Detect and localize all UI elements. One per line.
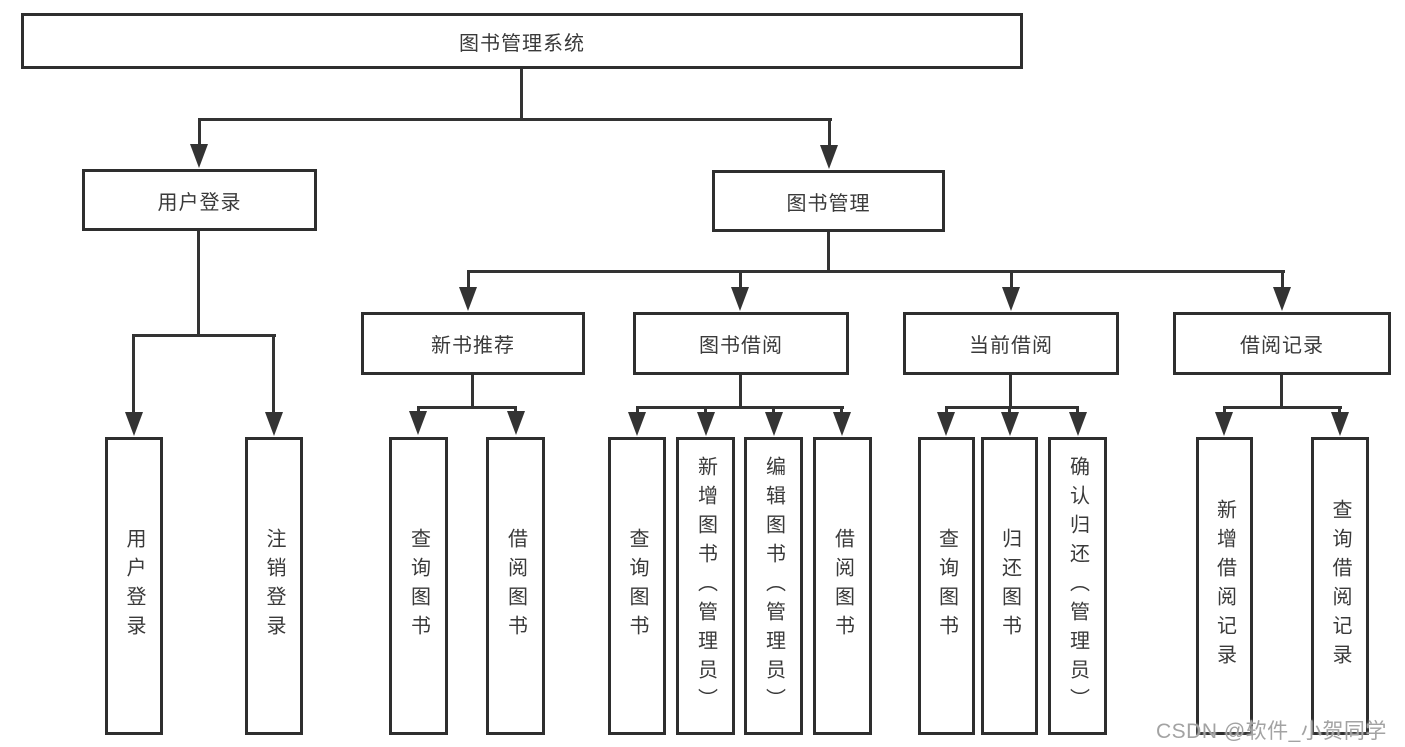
connector-line bbox=[1223, 406, 1226, 415]
connector-line bbox=[471, 375, 474, 408]
leaf-label: 查询借阅记录 bbox=[1329, 499, 1351, 673]
connector-line bbox=[1280, 375, 1283, 408]
arrowhead-down-icon bbox=[125, 412, 143, 436]
connector-line bbox=[272, 334, 275, 413]
arrowhead-down-icon bbox=[409, 411, 427, 435]
leaf-nb-borrow-books: 借阅图书 bbox=[486, 437, 545, 735]
leaf-bb-edit-books-admin: 编辑图书（管理员） bbox=[744, 437, 803, 735]
leaf-label: 用户登录 bbox=[123, 528, 145, 644]
leaf-label: 借阅图书 bbox=[831, 528, 854, 644]
arrowhead-down-icon bbox=[937, 412, 955, 436]
arrowhead-down-icon bbox=[628, 412, 646, 436]
connector-line bbox=[704, 406, 707, 415]
node-root: 图书管理系统 bbox=[21, 13, 1023, 69]
leaf-cb-return-books: 归还图书 bbox=[981, 437, 1038, 735]
leaf-label: 新增图书（管理员） bbox=[694, 455, 717, 717]
connector-line bbox=[467, 270, 1285, 273]
leaf-bb-add-books-admin: 新增图书（管理员） bbox=[676, 437, 735, 735]
connector-line bbox=[1223, 406, 1342, 409]
leaf-nb-query-books: 查询图书 bbox=[389, 437, 448, 735]
connector-line bbox=[772, 406, 775, 415]
connector-line bbox=[1008, 406, 1011, 415]
connector-line bbox=[198, 118, 832, 121]
connector-line bbox=[1076, 406, 1079, 415]
connector-line bbox=[198, 118, 201, 146]
node-borrowing-records: 借阅记录 bbox=[1173, 312, 1391, 375]
leaf-cb-confirm-return-admin: 确认归还（管理员） bbox=[1048, 437, 1107, 735]
connector-line bbox=[1281, 270, 1284, 289]
arrowhead-down-icon bbox=[1215, 412, 1233, 436]
connector-line bbox=[1338, 406, 1341, 415]
connector-line bbox=[514, 406, 517, 415]
node-book-borrowing: 图书借阅 bbox=[633, 312, 849, 375]
connector-line bbox=[827, 232, 830, 272]
arrowhead-down-icon bbox=[1001, 412, 1019, 436]
node-current-borrowing: 当前借阅 bbox=[903, 312, 1119, 375]
leaf-label: 借阅图书 bbox=[504, 528, 527, 644]
connector-line bbox=[132, 334, 135, 413]
arrowhead-down-icon bbox=[765, 412, 783, 436]
connector-line bbox=[467, 270, 470, 289]
leaf-label: 查询图书 bbox=[407, 528, 430, 644]
connector-line bbox=[828, 118, 831, 146]
connector-line bbox=[520, 68, 523, 120]
arrowhead-down-icon bbox=[1069, 412, 1087, 436]
leaf-br-add-record: 新增借阅记录 bbox=[1196, 437, 1253, 735]
node-user-login: 用户登录 bbox=[82, 169, 317, 231]
leaf-label: 确认归还（管理员） bbox=[1066, 455, 1089, 717]
connector-line bbox=[840, 406, 843, 415]
connector-line bbox=[417, 406, 420, 415]
arrowhead-down-icon bbox=[1273, 287, 1291, 311]
connector-line bbox=[739, 375, 742, 408]
connector-line bbox=[197, 231, 200, 336]
leaf-label: 注销登录 bbox=[263, 528, 285, 644]
leaf-cb-query-books: 查询图书 bbox=[918, 437, 975, 735]
connector-line bbox=[945, 406, 948, 415]
connector-line bbox=[636, 406, 844, 409]
leaf-br-query-record: 查询借阅记录 bbox=[1311, 437, 1369, 735]
arrowhead-down-icon bbox=[731, 287, 749, 311]
leaf-bb-query-books: 查询图书 bbox=[608, 437, 666, 735]
arrowhead-down-icon bbox=[507, 411, 525, 435]
leaf-user-login: 用户登录 bbox=[105, 437, 163, 735]
connector-line bbox=[417, 406, 517, 409]
node-new-book-recommend: 新书推荐 bbox=[361, 312, 585, 375]
leaf-label: 查询图书 bbox=[626, 528, 648, 644]
leaf-label: 新增借阅记录 bbox=[1213, 499, 1236, 673]
arrowhead-down-icon bbox=[833, 412, 851, 436]
connector-line bbox=[739, 270, 742, 289]
watermark: CSDN @软件_小贺同学 bbox=[1156, 720, 1387, 743]
leaf-label: 归还图书 bbox=[998, 528, 1021, 644]
arrowhead-down-icon bbox=[1002, 287, 1020, 311]
connector-line bbox=[945, 406, 1079, 409]
connector-line bbox=[132, 334, 276, 337]
arrowhead-down-icon bbox=[265, 412, 283, 436]
arrowhead-down-icon bbox=[697, 412, 715, 436]
arrowhead-down-icon bbox=[820, 145, 838, 169]
arrowhead-down-icon bbox=[459, 287, 477, 311]
connector-line bbox=[1010, 270, 1013, 289]
connector-line bbox=[636, 406, 639, 415]
node-book-management: 图书管理 bbox=[712, 170, 945, 232]
arrowhead-down-icon bbox=[1331, 412, 1349, 436]
leaf-logout-login: 注销登录 bbox=[245, 437, 303, 735]
connector-line bbox=[1009, 375, 1012, 408]
leaf-label: 编辑图书（管理员） bbox=[762, 455, 785, 717]
leaf-bb-borrow-books: 借阅图书 bbox=[813, 437, 872, 735]
leaf-label: 查询图书 bbox=[935, 528, 958, 644]
arrowhead-down-icon bbox=[190, 144, 208, 168]
